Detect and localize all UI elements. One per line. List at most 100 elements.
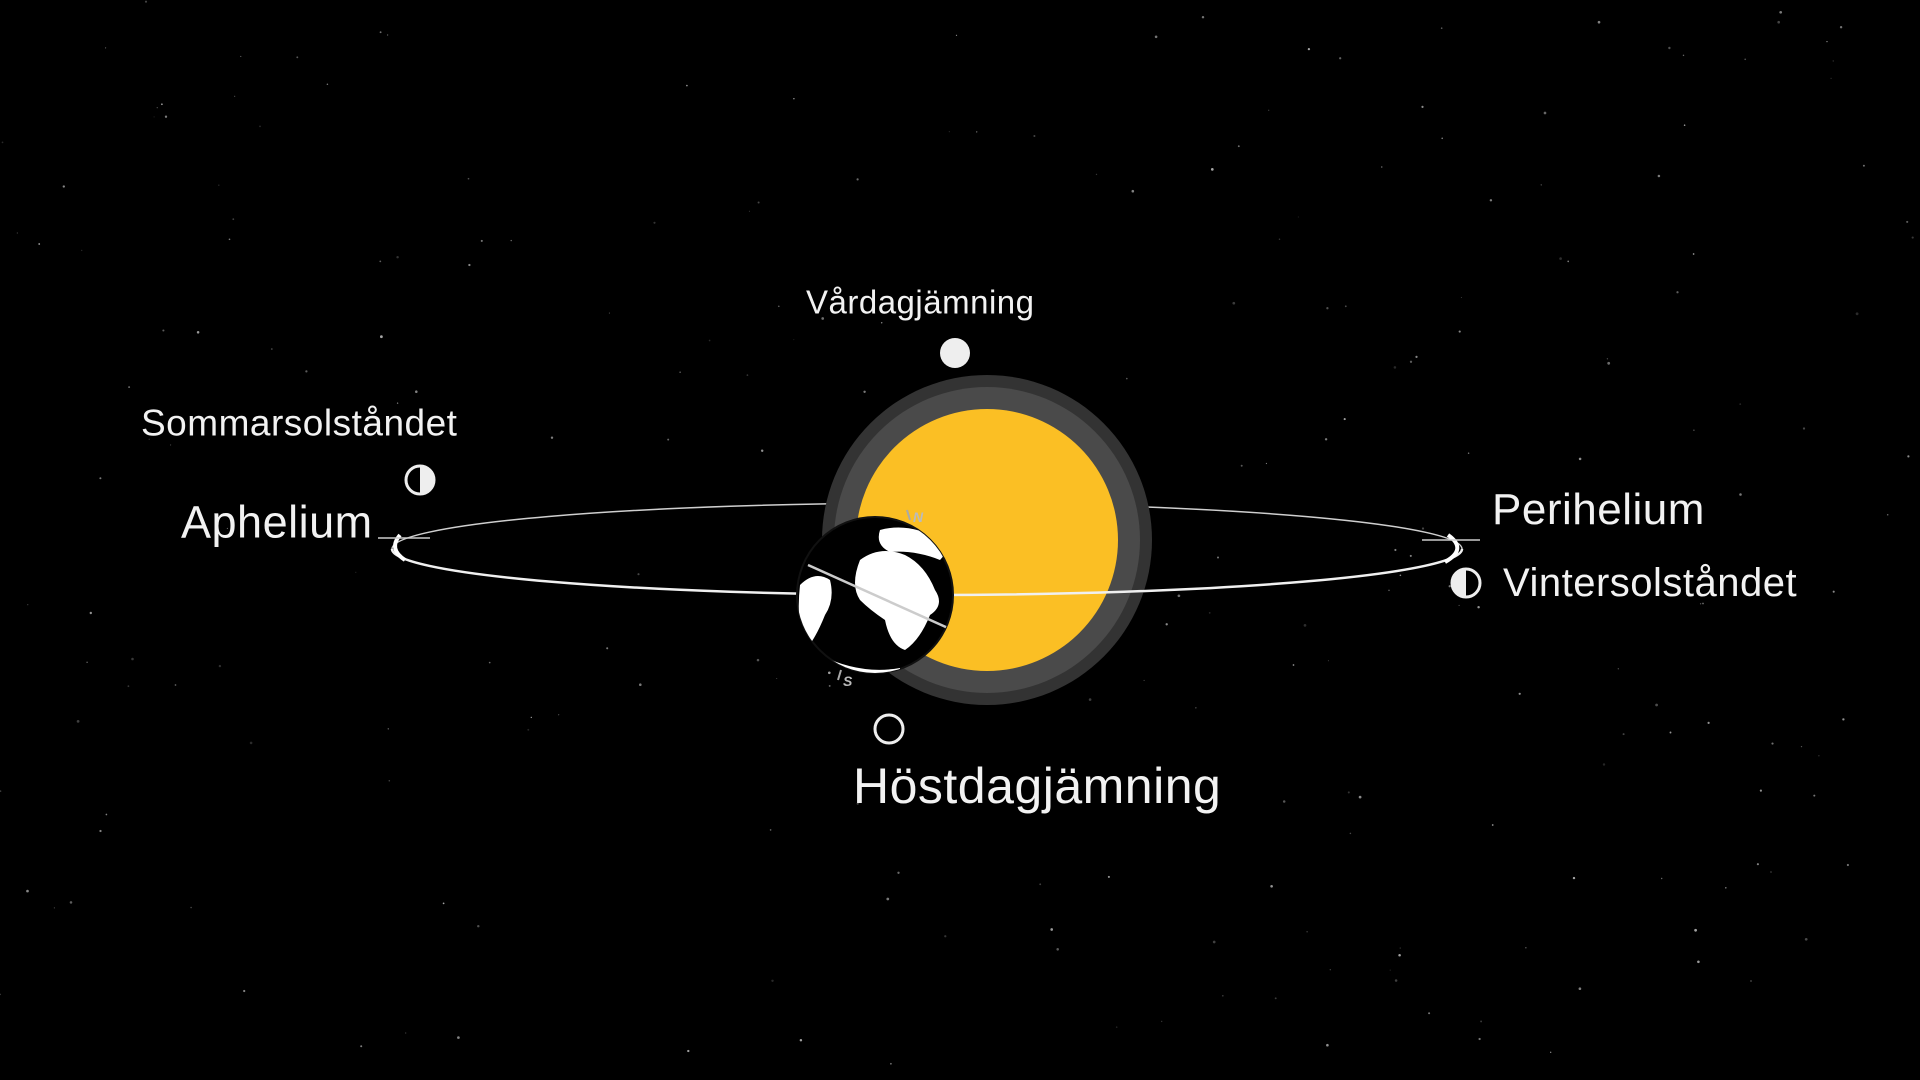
star xyxy=(976,131,978,133)
star xyxy=(799,1039,803,1042)
star xyxy=(26,889,29,893)
star xyxy=(1409,360,1413,363)
star xyxy=(1201,15,1205,19)
star xyxy=(1344,305,1347,308)
star xyxy=(793,339,795,341)
star xyxy=(1597,20,1601,24)
star xyxy=(27,604,29,606)
star xyxy=(1699,603,1702,605)
star xyxy=(415,390,418,393)
star xyxy=(667,438,670,441)
star xyxy=(1813,794,1816,797)
star xyxy=(686,84,688,87)
star xyxy=(1292,664,1295,666)
star xyxy=(1297,216,1299,218)
star xyxy=(156,107,158,109)
star xyxy=(1756,863,1759,866)
star xyxy=(777,305,780,308)
star xyxy=(99,477,102,480)
star xyxy=(1050,928,1054,931)
star xyxy=(457,1036,460,1039)
star xyxy=(1394,548,1397,552)
star xyxy=(386,34,389,36)
star xyxy=(1655,703,1658,707)
star xyxy=(1161,1020,1163,1023)
north-label: N xyxy=(913,509,924,525)
star xyxy=(1818,755,1820,757)
star xyxy=(326,83,329,86)
star xyxy=(1682,54,1685,57)
star xyxy=(1415,355,1418,359)
star xyxy=(153,116,155,118)
star xyxy=(488,661,491,664)
star xyxy=(1779,10,1783,14)
star xyxy=(1388,589,1390,592)
star xyxy=(1855,312,1859,316)
star xyxy=(1421,527,1425,530)
star xyxy=(1578,987,1582,991)
star xyxy=(1886,514,1889,516)
star xyxy=(1240,464,1243,467)
star xyxy=(1237,145,1240,148)
star xyxy=(86,661,88,663)
star xyxy=(886,897,890,901)
star xyxy=(53,907,56,909)
star xyxy=(1324,438,1328,441)
star xyxy=(1657,174,1661,178)
star xyxy=(387,728,390,730)
south-label: S xyxy=(843,673,853,689)
star xyxy=(1622,733,1625,736)
star xyxy=(1693,429,1695,431)
star xyxy=(955,34,958,36)
star xyxy=(405,1032,407,1034)
star xyxy=(639,683,642,686)
star xyxy=(1480,1020,1483,1023)
star xyxy=(856,297,858,299)
star xyxy=(379,31,382,34)
star xyxy=(270,348,273,350)
star xyxy=(1393,366,1397,369)
star xyxy=(1635,580,1637,582)
star xyxy=(305,370,308,373)
summer-solstice-label: Sommarsolståndet xyxy=(141,402,458,444)
star xyxy=(558,714,560,716)
star xyxy=(0,790,2,792)
star xyxy=(1906,220,1909,223)
winter-solstice-marker xyxy=(1450,567,1482,599)
star xyxy=(1478,1037,1481,1041)
star xyxy=(218,664,222,668)
star xyxy=(1559,257,1562,260)
star xyxy=(1421,105,1424,108)
star xyxy=(1389,969,1391,971)
star xyxy=(1676,291,1679,294)
star xyxy=(161,103,163,106)
star xyxy=(69,901,73,904)
star xyxy=(105,47,107,49)
star xyxy=(218,184,220,186)
star xyxy=(1399,947,1401,949)
star xyxy=(62,185,65,188)
star xyxy=(1771,742,1774,745)
star xyxy=(530,716,532,719)
star xyxy=(1154,35,1158,39)
star xyxy=(1518,692,1521,695)
star xyxy=(897,871,900,874)
star xyxy=(856,178,859,181)
star xyxy=(1210,168,1214,171)
star xyxy=(1683,124,1686,126)
star xyxy=(1265,462,1267,465)
star xyxy=(769,829,772,831)
star xyxy=(1394,979,1398,982)
star xyxy=(1759,789,1762,792)
star xyxy=(0,993,1,996)
star xyxy=(1839,26,1843,29)
star xyxy=(105,813,108,816)
star xyxy=(1131,189,1135,193)
star xyxy=(1329,969,1331,971)
star xyxy=(1550,1051,1552,1053)
star xyxy=(1862,164,1865,167)
autumn-equinox-label: Höstdagjämning xyxy=(853,758,1222,814)
